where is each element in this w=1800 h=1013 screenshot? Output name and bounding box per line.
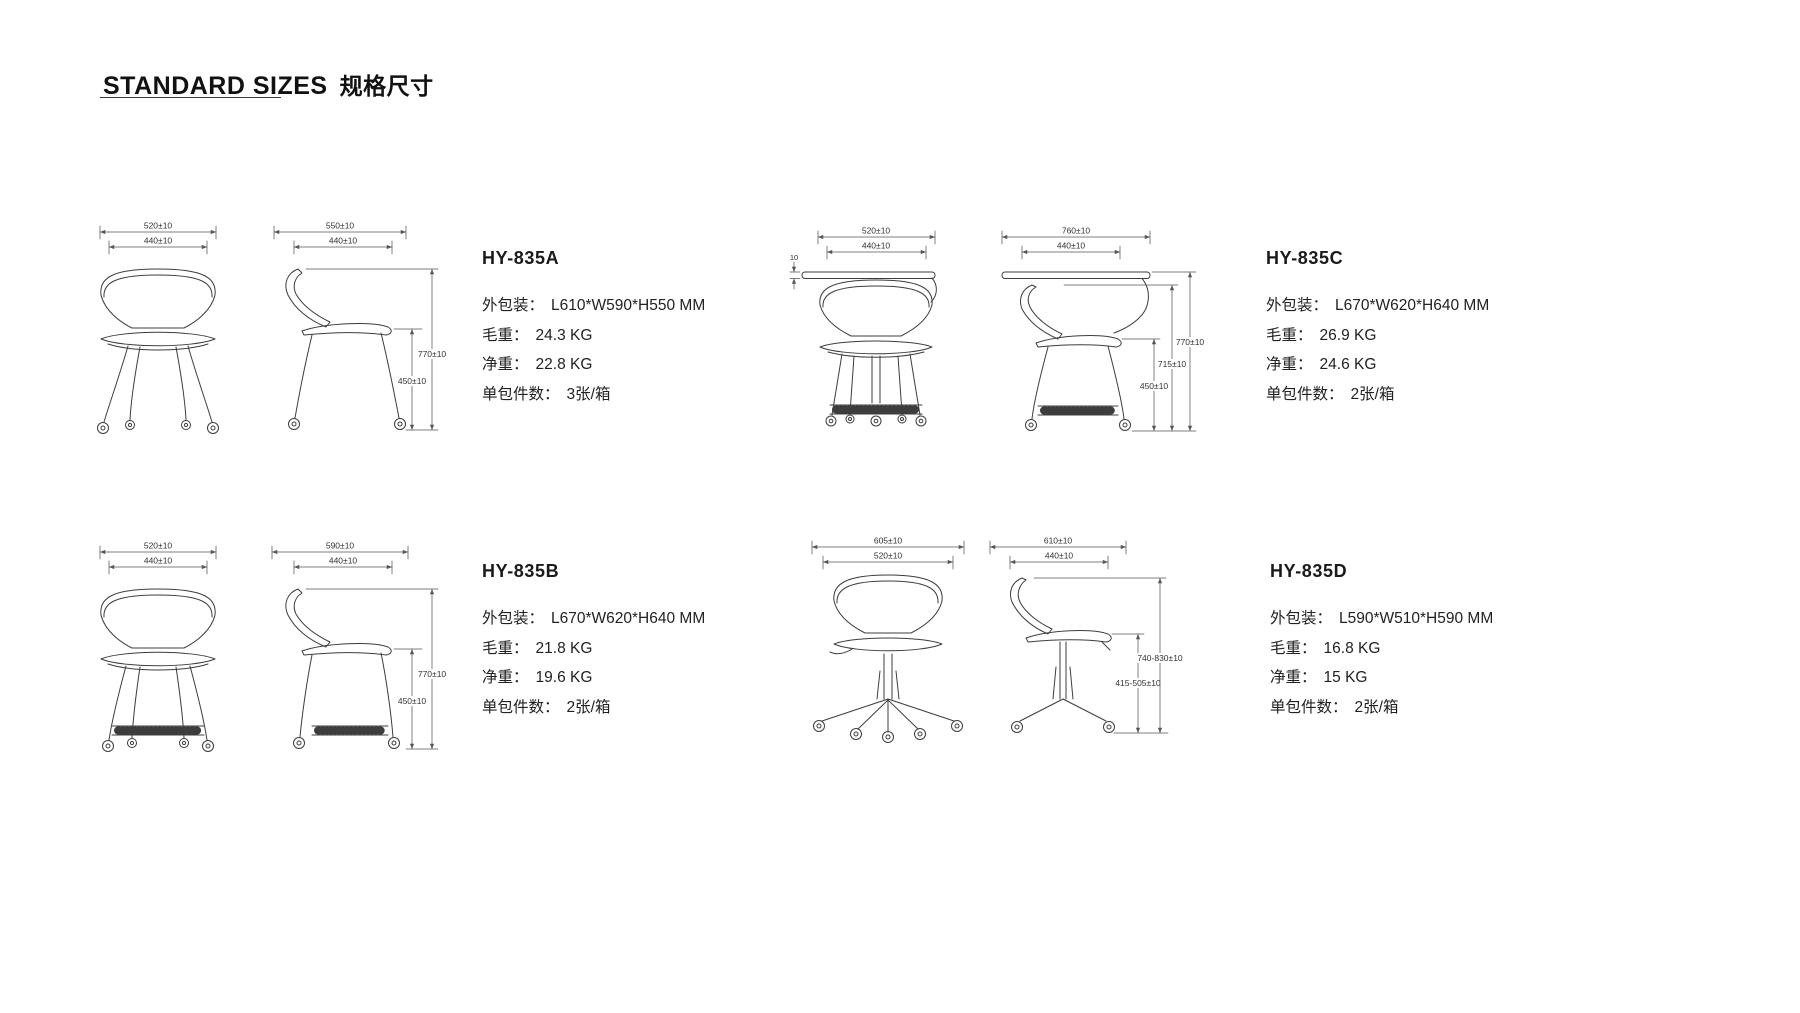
spec-net-weight: 净重：24.6 KG <box>1266 356 1377 374</box>
adjustment-lever-front <box>829 648 853 655</box>
dim-seat-height: 450±10 <box>398 696 427 706</box>
chair-side-view <box>1009 577 1115 733</box>
dim-tablet-thickness: 10 <box>790 253 798 262</box>
dim-front-inner: 440±10 <box>862 241 891 251</box>
model-name: HY-835C <box>1266 248 1344 268</box>
dim-side-outer: 760±10 <box>1062 226 1091 236</box>
height-dimensions: 450±10 770±10 <box>305 268 447 431</box>
spec-gross-weight: 毛重：24.3 KG <box>482 326 593 344</box>
dim-side-inner: 440±10 <box>329 236 358 246</box>
chair-side-view <box>285 588 400 749</box>
chair-front-view <box>97 268 219 434</box>
tablet-side <box>1001 271 1151 279</box>
dim-front-inner: 520±10 <box>874 551 903 561</box>
dim-side-inner: 440±10 <box>329 556 358 566</box>
dim-front-outer: 520±10 <box>144 221 173 231</box>
spec-qty: 单包件数：2张/箱 <box>482 699 611 717</box>
spec-package: 外包装：L670*W620*H640 MM <box>1266 297 1490 314</box>
spec-gross-weight: 毛重：26.9 KG <box>1266 326 1377 344</box>
tablet-front <box>801 271 936 279</box>
spec-package: 外包装：L590*W510*H590 MM <box>1270 610 1494 627</box>
spec-gross-weight: 毛重：21.8 KG <box>482 639 593 657</box>
dim-front-inner: 440±10 <box>144 556 173 566</box>
dim-side-inner: 440±10 <box>1057 241 1086 251</box>
spec-net-weight: 净重：22.8 KG <box>482 356 593 374</box>
dim-total-height: 770±10 <box>418 349 447 359</box>
front-width-dimensions: 520±10 440±10 <box>99 221 217 255</box>
spec-block-hy835b: HY-835B 外包装：L670*W620*H640 MM 毛重：21.8 KG… <box>482 561 705 723</box>
chair-side-view <box>285 268 406 430</box>
adjustment-lever-side <box>1101 641 1111 651</box>
front-width-dimensions: 520±10 440±10 <box>99 541 217 575</box>
drawing-hy835d: 605±10 520±10 610±10 440±10 <box>811 536 1184 743</box>
height-dimensions: 450±10 770±10 <box>305 588 447 750</box>
spec-gross-weight: 毛重：16.8 KG <box>1270 639 1381 657</box>
spec-block-hy835c: HY-835C 外包装：L670*W620*H640 MM 毛重：26.9 KG… <box>1266 248 1489 410</box>
dim-seat-height: 415-505±10 <box>1115 678 1161 688</box>
side-width-dimensions: 550±10 440±10 <box>273 221 407 255</box>
height-dimensions: 415-505±10 740-830±10 <box>1033 577 1184 734</box>
dim-side-outer: 550±10 <box>326 221 355 231</box>
chair-front-view <box>100 588 216 752</box>
spec-qty: 单包件数：2张/箱 <box>1270 699 1399 717</box>
chair-side-view <box>1001 271 1151 431</box>
spec-block-hy835d: HY-835D 外包装：L590*W510*H590 MM 毛重：16.8 KG… <box>1270 561 1493 723</box>
dim-side-outer: 610±10 <box>1044 536 1073 546</box>
spec-package: 外包装：L670*W620*H640 MM <box>482 610 706 627</box>
drawing-hy835b: 520±10 440±10 590±10 <box>99 541 447 752</box>
drawing-hy835a: 520±10 440±10 550±10 440±10 <box>97 221 447 434</box>
dim-side-outer: 590±10 <box>326 541 355 551</box>
dim-total-height: 770±10 <box>418 669 447 679</box>
drawing-hy835c: 520±10 440±10 10 <box>789 226 1206 432</box>
model-name: HY-835B <box>482 561 560 581</box>
spec-qty: 单包件数：3张/箱 <box>482 386 611 404</box>
side-width-dimensions: 590±10 440±10 <box>271 541 409 575</box>
front-width-dimensions: 605±10 520±10 <box>811 536 965 570</box>
height-dimensions: 450±10 715±10 770±10 <box>1063 271 1206 432</box>
dim-side-inner: 440±10 <box>1045 551 1074 561</box>
tablet-thickness-dimension: 10 <box>789 253 801 290</box>
dim-seat-height: 450±10 <box>398 376 427 386</box>
dim-front-outer: 520±10 <box>144 541 173 551</box>
title-underline <box>100 97 281 98</box>
dim-total-height: 740-830±10 <box>1137 653 1183 663</box>
dim-front-inner: 440±10 <box>144 236 173 246</box>
chair-front-view <box>801 271 937 427</box>
dim-total-height: 770±10 <box>1176 337 1205 347</box>
side-width-dimensions: 610±10 440±10 <box>989 536 1127 570</box>
front-width-dimensions: 520±10 440±10 <box>817 226 936 260</box>
spec-block-hy835a: HY-835A 外包装：L610*W590*H550 MM 毛重：24.3 KG… <box>482 248 705 410</box>
page-title: STANDARD SIZES 规格尺寸 <box>103 67 434 101</box>
chair-front-view <box>813 574 963 743</box>
spec-net-weight: 净重：15 KG <box>1270 669 1368 687</box>
dim-seat-height: 450±10 <box>1140 381 1169 391</box>
spec-qty: 单包件数：2张/箱 <box>1266 386 1395 404</box>
dim-tablet-height: 715±10 <box>1158 359 1187 369</box>
model-name: HY-835D <box>1270 561 1348 581</box>
dim-front-outer: 520±10 <box>862 226 891 236</box>
page-title-en: STANDARD SIZES <box>103 71 328 100</box>
side-width-dimensions: 760±10 440±10 <box>1001 226 1151 260</box>
dim-front-outer: 605±10 <box>874 536 903 546</box>
spec-net-weight: 净重：19.6 KG <box>482 669 593 687</box>
spec-package: 外包装：L610*W590*H550 MM <box>482 297 706 314</box>
page-title-zh: 规格尺寸 <box>339 72 434 99</box>
model-name: HY-835A <box>482 248 560 268</box>
